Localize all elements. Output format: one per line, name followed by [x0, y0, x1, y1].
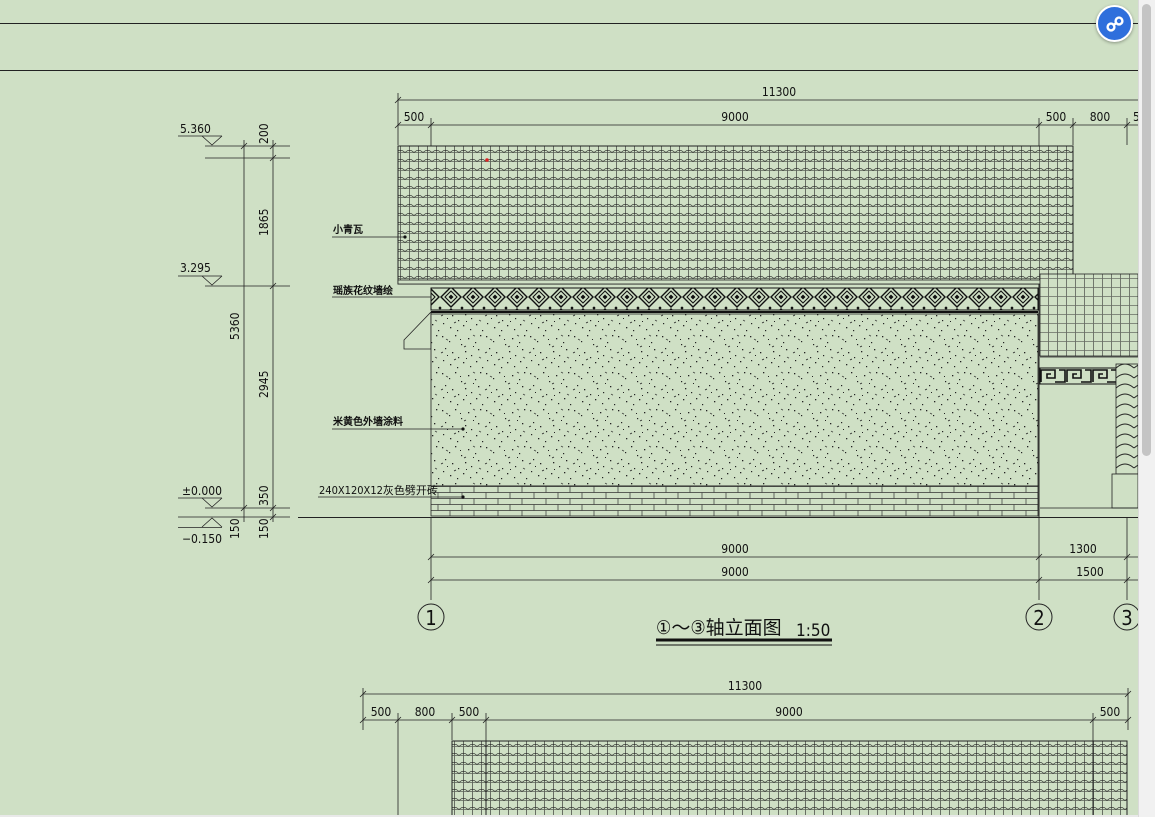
elev-3295: 3.295: [180, 261, 211, 275]
bdim-1500: 1500: [1076, 565, 1104, 579]
label-paint: 米黄色外墙涂料: [333, 415, 403, 428]
bdim-9000-b: 9000: [721, 565, 749, 579]
elev-5360: 5.360: [180, 122, 211, 136]
roof-tiles-2: [451, 740, 1128, 815]
dim-seg-3: 500: [1046, 110, 1067, 124]
dim2-seg-5: 500: [1100, 705, 1121, 719]
dim-seg-4: 800: [1090, 110, 1111, 124]
scrollbar-thumb[interactable]: [1142, 4, 1151, 456]
dim2-seg-2: 800: [415, 705, 436, 719]
stucco-wall: [430, 313, 1039, 487]
dim2-overall: 11300: [728, 679, 762, 693]
vdim-150: 150: [257, 518, 271, 539]
bdim-1300: 1300: [1069, 542, 1097, 556]
roof-tiles: [397, 145, 1074, 285]
label-brick: 240X120X12灰色劈开砖: [319, 483, 438, 497]
dim2-seg-3: 500: [459, 705, 480, 719]
dim-overall: 11300: [762, 85, 796, 99]
share-button[interactable]: [1096, 5, 1133, 42]
pattern-band: [430, 287, 1039, 311]
bdim-9000-a: 9000: [721, 542, 749, 556]
label-pattern: 瑶族花纹墙绘: [333, 284, 393, 297]
dim2-seg-1: 500: [371, 705, 392, 719]
dim2-seg-4: 9000: [775, 705, 803, 719]
brick-base: [430, 485, 1039, 517]
vdim-5360: 5360: [228, 312, 242, 340]
vdim-2945: 2945: [257, 371, 271, 398]
share-link-icon: [1106, 16, 1124, 32]
elev-0000: ±0.000: [182, 484, 222, 498]
vdim-200: 200: [257, 123, 271, 144]
horizontal-scrollbar[interactable]: [0, 815, 1138, 817]
dim-seg-1: 500: [404, 110, 425, 124]
drawing-title: ①～③轴立面图: [656, 617, 782, 639]
vdim-left-150: 150: [228, 518, 242, 539]
drawing-scale: 1:50: [796, 621, 830, 641]
axis-3: 3: [1121, 606, 1132, 630]
dim-seg-2: 9000: [721, 110, 749, 124]
dim-seg-5: 5: [1133, 110, 1138, 124]
elev-neg0150: −0.150: [182, 532, 222, 546]
axis-1: 1: [425, 606, 436, 630]
axis-2: 2: [1033, 606, 1044, 630]
vdim-1865: 1865: [257, 209, 271, 236]
vdim-350: 350: [257, 485, 271, 506]
vertical-scrollbar[interactable]: [1138, 0, 1155, 817]
label-tile: 小青瓦: [332, 223, 363, 236]
